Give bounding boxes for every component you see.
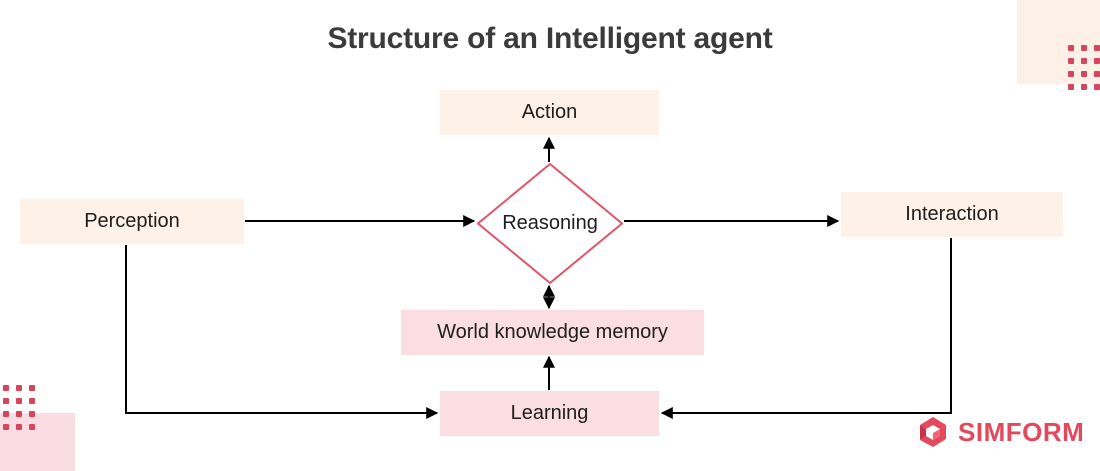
edge-interaction-to-learning — [660, 238, 952, 419]
decorative-block-top-right — [1017, 0, 1100, 84]
page-title: Structure of an Intelligent agent — [327, 22, 773, 55]
node-learning[interactable]: Learning — [440, 391, 659, 436]
node-interaction-label: Interaction — [905, 203, 999, 225]
node-world-knowledge-memory[interactable]: World knowledge memory — [401, 310, 704, 355]
decorative-dot-grid-top-right — [1068, 45, 1100, 90]
node-perception-label: Perception — [84, 210, 180, 232]
simform-logo-mark-icon — [920, 417, 946, 447]
diamond-shape — [477, 163, 623, 284]
brand-name: SIMFORM — [958, 416, 1085, 447]
brand-logo: SIMFORM — [916, 416, 1084, 448]
node-action[interactable]: Action — [440, 90, 659, 135]
decorative-dot-grid-bottom-left — [3, 385, 35, 430]
node-perception[interactable]: Perception — [20, 199, 244, 244]
node-interaction[interactable]: Interaction — [841, 192, 1063, 237]
node-learning-label: Learning — [510, 402, 589, 424]
node-reasoning[interactable]: Reasoning — [477, 163, 623, 284]
edge-perception-to-learning — [125, 245, 439, 419]
decorative-block-bottom-left — [0, 413, 75, 471]
node-action-label: Action — [521, 101, 578, 123]
node-memory-label: World knowledge memory — [437, 321, 668, 343]
node-reasoning-label: Reasoning — [502, 212, 598, 234]
